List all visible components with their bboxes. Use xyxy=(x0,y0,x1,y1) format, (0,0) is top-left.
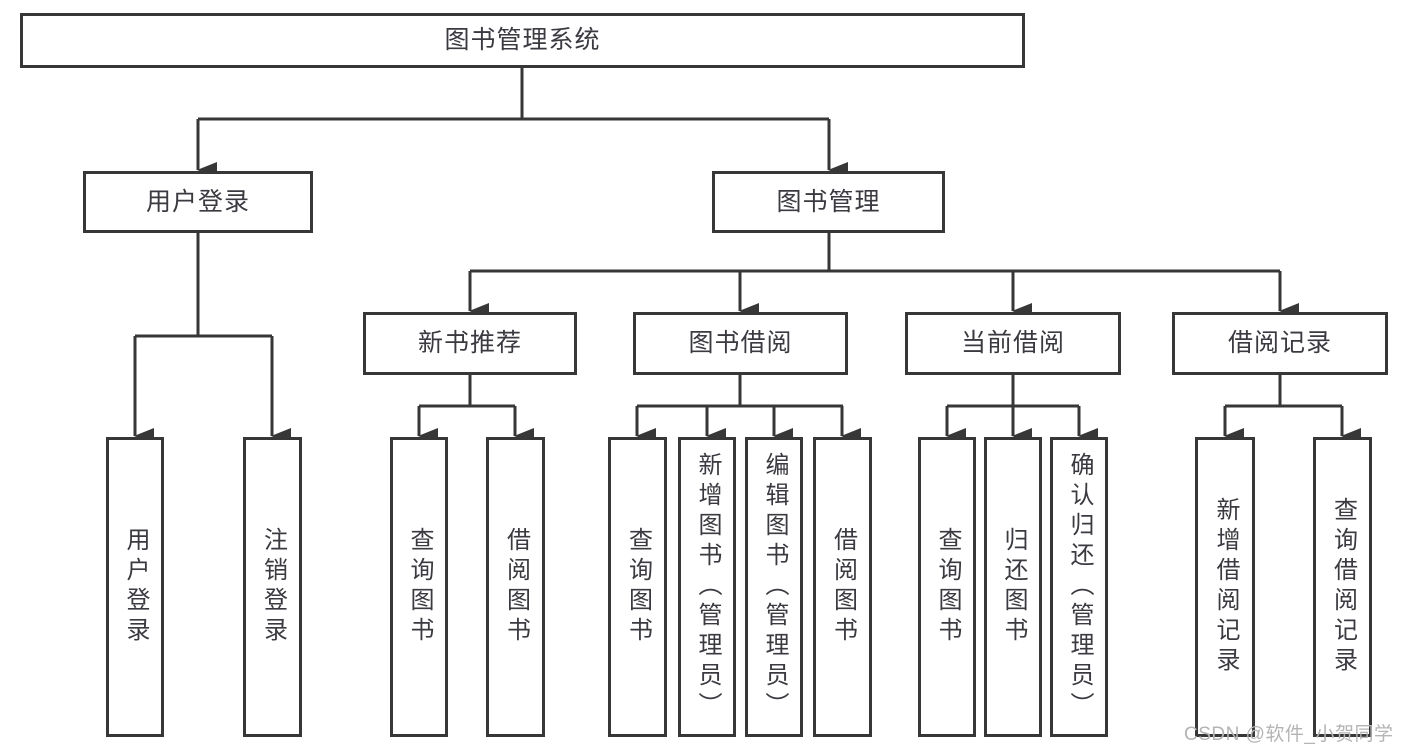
leaf-query-books-current-label: 查询图书 xyxy=(934,527,961,647)
node-borrowing-records: 借阅记录 xyxy=(1172,312,1388,375)
leaf-add-borrow-record: 新增借阅记录 xyxy=(1195,437,1255,737)
node-user-login: 用户登录 xyxy=(83,171,313,233)
leaf-return-books-label: 归还图书 xyxy=(1000,527,1027,647)
leaf-return-books: 归还图书 xyxy=(984,437,1042,737)
node-current-borrowing-label: 当前借阅 xyxy=(960,329,1065,357)
leaf-borrow-books-borrowing-label: 借阅图书 xyxy=(829,527,857,647)
leaf-query-borrow-record-label: 查询借阅记录 xyxy=(1329,497,1357,677)
leaf-query-borrow-record: 查询借阅记录 xyxy=(1313,437,1372,737)
leaf-user-login: 用户登录 xyxy=(106,437,164,737)
leaf-edit-books-admin: 编辑图书（管理员） xyxy=(745,437,803,737)
node-current-borrowing: 当前借阅 xyxy=(905,312,1121,375)
watermark: CSDN @软件_小贺同学 xyxy=(1184,724,1394,745)
leaf-add-borrow-record-label: 新增借阅记录 xyxy=(1212,497,1239,677)
node-book-management: 图书管理 xyxy=(712,171,945,233)
node-borrowing-records-label: 借阅记录 xyxy=(1227,329,1332,357)
node-book-borrowing-label: 图书借阅 xyxy=(688,329,793,357)
node-new-book-recommend-label: 新书推荐 xyxy=(417,329,522,357)
leaf-query-books-borrowing: 查询图书 xyxy=(608,437,667,737)
leaf-edit-books-admin-label: 编辑图书（管理员） xyxy=(761,452,788,722)
leaf-logout: 注销登录 xyxy=(243,437,302,737)
leaf-query-books-recommend-label: 查询图书 xyxy=(406,527,433,647)
node-new-book-recommend: 新书推荐 xyxy=(363,312,577,375)
node-root-label: 图书管理系统 xyxy=(444,26,601,54)
node-root: 图书管理系统 xyxy=(20,13,1025,68)
leaf-add-books-admin-label: 新增图书（管理员） xyxy=(694,452,721,722)
leaf-query-books-borrowing-label: 查询图书 xyxy=(624,527,652,647)
node-book-management-label: 图书管理 xyxy=(776,187,881,216)
leaf-confirm-return-admin: 确认归还（管理员） xyxy=(1050,437,1108,737)
node-user-login-label: 用户登录 xyxy=(145,187,250,216)
node-book-borrowing: 图书借阅 xyxy=(633,312,848,375)
leaf-borrow-books-recommend-label: 借阅图书 xyxy=(502,527,530,647)
leaf-query-books-current: 查询图书 xyxy=(918,437,976,737)
leaf-borrow-books-borrowing: 借阅图书 xyxy=(813,437,872,737)
leaf-add-books-admin: 新增图书（管理员） xyxy=(678,437,736,737)
leaf-borrow-books-recommend: 借阅图书 xyxy=(486,437,545,737)
leaf-user-login-label: 用户登录 xyxy=(122,527,149,647)
leaf-query-books-recommend: 查询图书 xyxy=(390,437,448,737)
leaf-logout-label: 注销登录 xyxy=(259,527,287,647)
leaf-confirm-return-admin-label: 确认归还（管理员） xyxy=(1066,452,1093,722)
